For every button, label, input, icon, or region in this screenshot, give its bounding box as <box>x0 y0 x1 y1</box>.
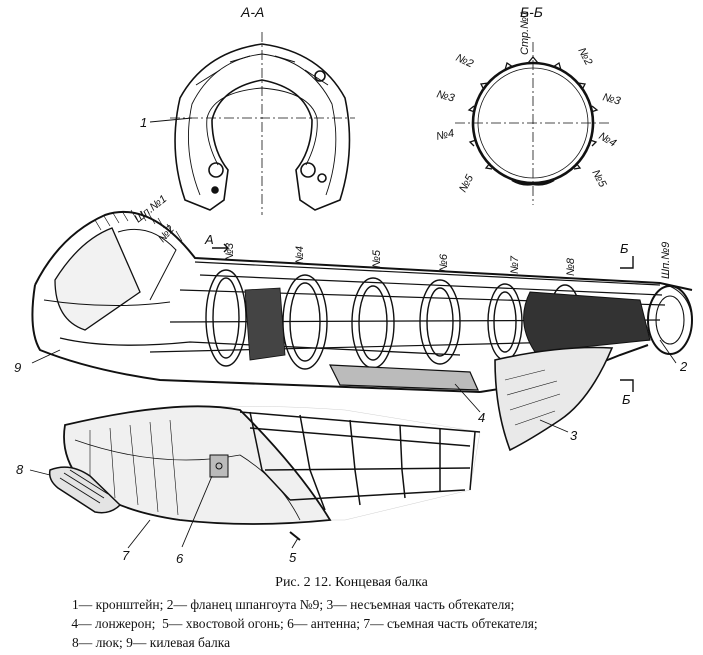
removable-fairing <box>63 405 481 541</box>
frame-label-1: Шп.№1 <box>132 193 169 225</box>
hatch-panel <box>48 466 122 514</box>
frame-label-2: №2 <box>156 223 177 245</box>
stringer-label-n5-left: №5 <box>457 172 476 194</box>
part-number-1: 1 <box>140 115 147 130</box>
frame-label-9: Шп.№9 <box>660 242 672 279</box>
tail-boom-drawing: A-A 1 Б-Б Стр.№1 №2 №2 №3 №3 №4 №4 №5 №5 <box>14 4 693 566</box>
part-number-4: 4 <box>478 410 485 425</box>
part-number-2: 2 <box>679 359 688 374</box>
stringer-label-n4-right: №4 <box>597 130 619 149</box>
cut-mark-a-top: A <box>204 232 214 247</box>
frame-label-6: №6 <box>438 253 450 272</box>
stringer-label-n5-right: №5 <box>589 168 608 190</box>
section-bb-view <box>455 42 610 205</box>
part-number-7: 7 <box>122 548 130 563</box>
part-number-6: 6 <box>176 551 184 566</box>
stringer-label-str1: Стр.№1 <box>519 11 531 55</box>
frame-label-7: №7 <box>509 255 521 274</box>
cut-mark-b-top: Б <box>620 241 629 256</box>
part-number-5: 5 <box>289 550 297 565</box>
stringer-label-n2-right: №2 <box>575 46 594 68</box>
figure-title: Рис. 2 12. Концевая балка <box>275 575 428 590</box>
frame-label-5: №5 <box>371 249 383 268</box>
section-bb-title: Б-Б <box>520 4 543 20</box>
legend-line-1: 1— кронштейн; 2— фланец шпангоута №9; 3—… <box>72 597 515 612</box>
cut-mark-b-bottom: Б <box>622 392 631 407</box>
stringer-label-n4-left: №4 <box>435 127 455 142</box>
part-number-9: 9 <box>14 360 21 375</box>
frame-label-4: №4 <box>294 246 306 264</box>
stringer-label-n3-right: №3 <box>601 91 622 107</box>
frame-label-8: №8 <box>565 257 577 276</box>
legend-line-2: 4— лонжерон; 5— хвостовой огонь; 6— анте… <box>68 616 538 631</box>
stringer-label-n3-left: №3 <box>435 88 456 104</box>
section-aa-title: A-A <box>240 4 264 20</box>
leader-lines <box>29 339 677 549</box>
legend-line-3: 8— люк; 9— килевая балка <box>72 635 231 650</box>
part-number-3: 3 <box>570 428 578 443</box>
part-number-8: 8 <box>16 462 24 477</box>
tail-boom-body <box>31 209 693 452</box>
stringer-label-n2-left: №2 <box>454 52 475 70</box>
section-aa-view <box>170 32 355 215</box>
